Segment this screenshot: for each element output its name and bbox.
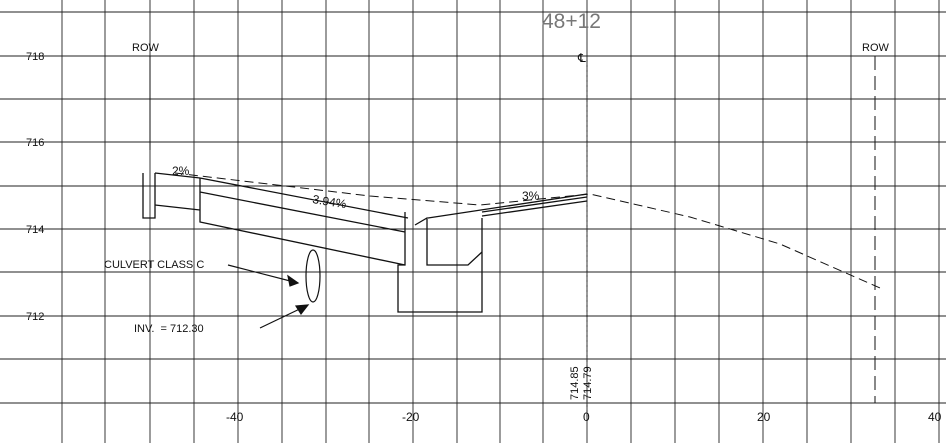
x-tick-40: 40	[928, 410, 942, 424]
slope-mid-line	[199, 191, 406, 233]
proposed-section	[142, 172, 588, 313]
pavement-top	[427, 193, 588, 219]
ditch-wall	[397, 212, 483, 313]
centerline-symbol: ℄	[577, 51, 586, 65]
shoulder-top	[154, 172, 201, 179]
culvert-label: CULVERT CLASS C	[104, 259, 204, 271]
x-tick-0: 0	[583, 410, 590, 424]
centerline-elev-1: 714.85	[569, 366, 581, 400]
y-tick-714: 714	[26, 224, 44, 236]
row-right-label: ROW	[862, 42, 890, 54]
slope-bottom-line	[199, 178, 406, 266]
culvert-pipe	[305, 249, 321, 303]
y-tick-712: 712	[26, 311, 44, 323]
left-shoulder-block	[142, 173, 156, 219]
slope-shoulder-label: 2%	[172, 164, 190, 178]
centerline-elev-2: 714.79	[582, 366, 594, 400]
invert-label: INV. = 712.30	[134, 323, 204, 335]
existing-ground-line	[174, 172, 881, 289]
x-tick-minus40: -40	[226, 410, 244, 424]
pavement-edge	[481, 196, 588, 213]
slope-top-line	[199, 177, 409, 219]
invert-arrowhead	[294, 304, 310, 316]
y-tick-716: 716	[26, 137, 44, 149]
slope-fill-label: 3.94%	[312, 192, 348, 211]
station-label: 48+12	[542, 10, 601, 33]
x-tick-20: 20	[757, 410, 771, 424]
shoulder-bottom	[154, 204, 201, 211]
culvert-leader	[227, 264, 299, 284]
x-tick-minus20: -20	[402, 410, 420, 424]
culvert-arrowhead	[287, 274, 300, 287]
culvert	[227, 249, 321, 329]
y-tick-718: 718	[26, 51, 44, 63]
pavement-bottom	[481, 200, 588, 217]
row-left-label: ROW	[132, 42, 160, 54]
row-markers	[149, 56, 876, 403]
slope-pavement-label: 3%	[522, 189, 540, 203]
ditch-inner	[414, 216, 483, 266]
